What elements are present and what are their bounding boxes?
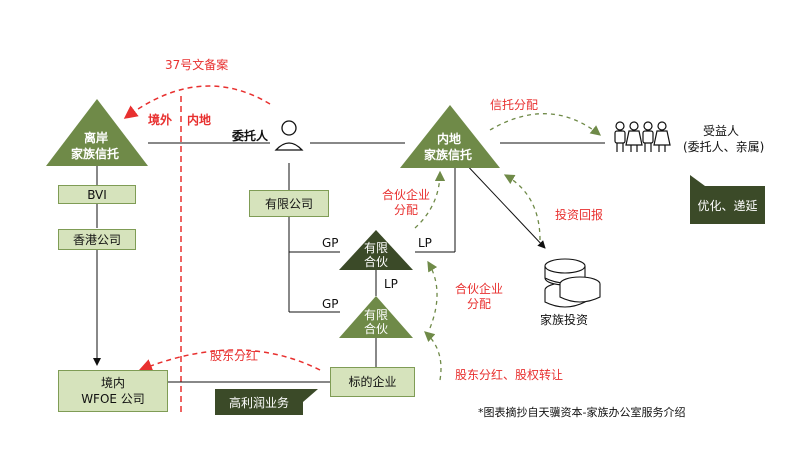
lp-partnership-line2: 合伙 [364,255,389,269]
dividend-equity-arrow [424,331,442,381]
settlor-label: 委托人 [232,129,269,143]
lp2-line1: 有限 [364,308,389,322]
dividend-arrow [138,349,321,372]
onshore-trust-line2: 家族信托 [424,148,473,162]
partnership-dist-label-2: 合伙企业 分配 [455,282,504,311]
lp-partnership-triangle-bottom [339,296,413,338]
lp-partnership-line1: 有限 [364,241,389,255]
filing-arrow [123,85,271,119]
partnership-dist-arrow-1 [414,170,446,229]
shareholder-dividend-label: 股东分红 [210,349,259,363]
partnership-dist-arrow-2 [427,260,438,329]
beneficiaries-title: 受益人 [703,124,740,138]
lp-top-label: LP [418,236,432,250]
optimize-bubble-tail [690,175,705,186]
settlor-icon [274,120,304,151]
hk-company-box: 香港公司 [58,229,136,250]
beneficiaries-subtitle: (委托人、亲属) [683,140,765,154]
wfoe-line2: WFOE 公司 [81,392,145,406]
wfoe-line1: 境内 [100,376,125,390]
investment-return-label: 投资回报 [555,208,604,222]
trust-distribution-arrow [489,113,602,136]
high-profit-tail [303,389,318,402]
lp-partnership-triangle-top [339,230,413,270]
lp2-line2: 合伙 [364,322,389,336]
gp-top-label: GP [322,236,339,250]
wfoe-box: 境内 WFOE 公司 [58,370,168,412]
lp-mid-label: LP [384,277,398,291]
coins-icon [544,258,601,308]
source-note: *图表摘抄自天骥资本-家族办公室服务介绍 [478,406,686,419]
dividend-equity-label: 股东分红、股权转让 [455,368,564,382]
offshore-trust-line1: 离岸 [84,131,109,145]
family-investment-label: 家族投资 [540,313,589,327]
optimize-bubble: 优化、递延 [690,186,765,224]
inside-label: 内地 [187,113,212,127]
trust-to-investment [461,159,546,249]
partnership-dist-label-1: 合伙企业 分配 [382,188,431,217]
trust-distribution-label: 信托分配 [490,98,539,112]
target-company-box: 标的企业 [330,367,415,397]
filing-37-label: 37号文备案 [165,58,229,72]
gp-bottom-label: GP [322,297,339,311]
offshore-trust-triangle [46,99,148,166]
investment-return-arrow [503,174,541,241]
high-profit-box: 高利润业务 [215,389,303,415]
bvi-box: BVI [58,185,136,204]
offshore-trust-line2: 家族信托 [71,147,120,161]
outside-label: 境外 [148,113,173,127]
onshore-trust-line1: 内地 [437,132,462,146]
beneficiaries-icon [614,121,671,152]
limited-company-box: 有限公司 [249,190,329,217]
onshore-trust-triangle [400,105,500,168]
